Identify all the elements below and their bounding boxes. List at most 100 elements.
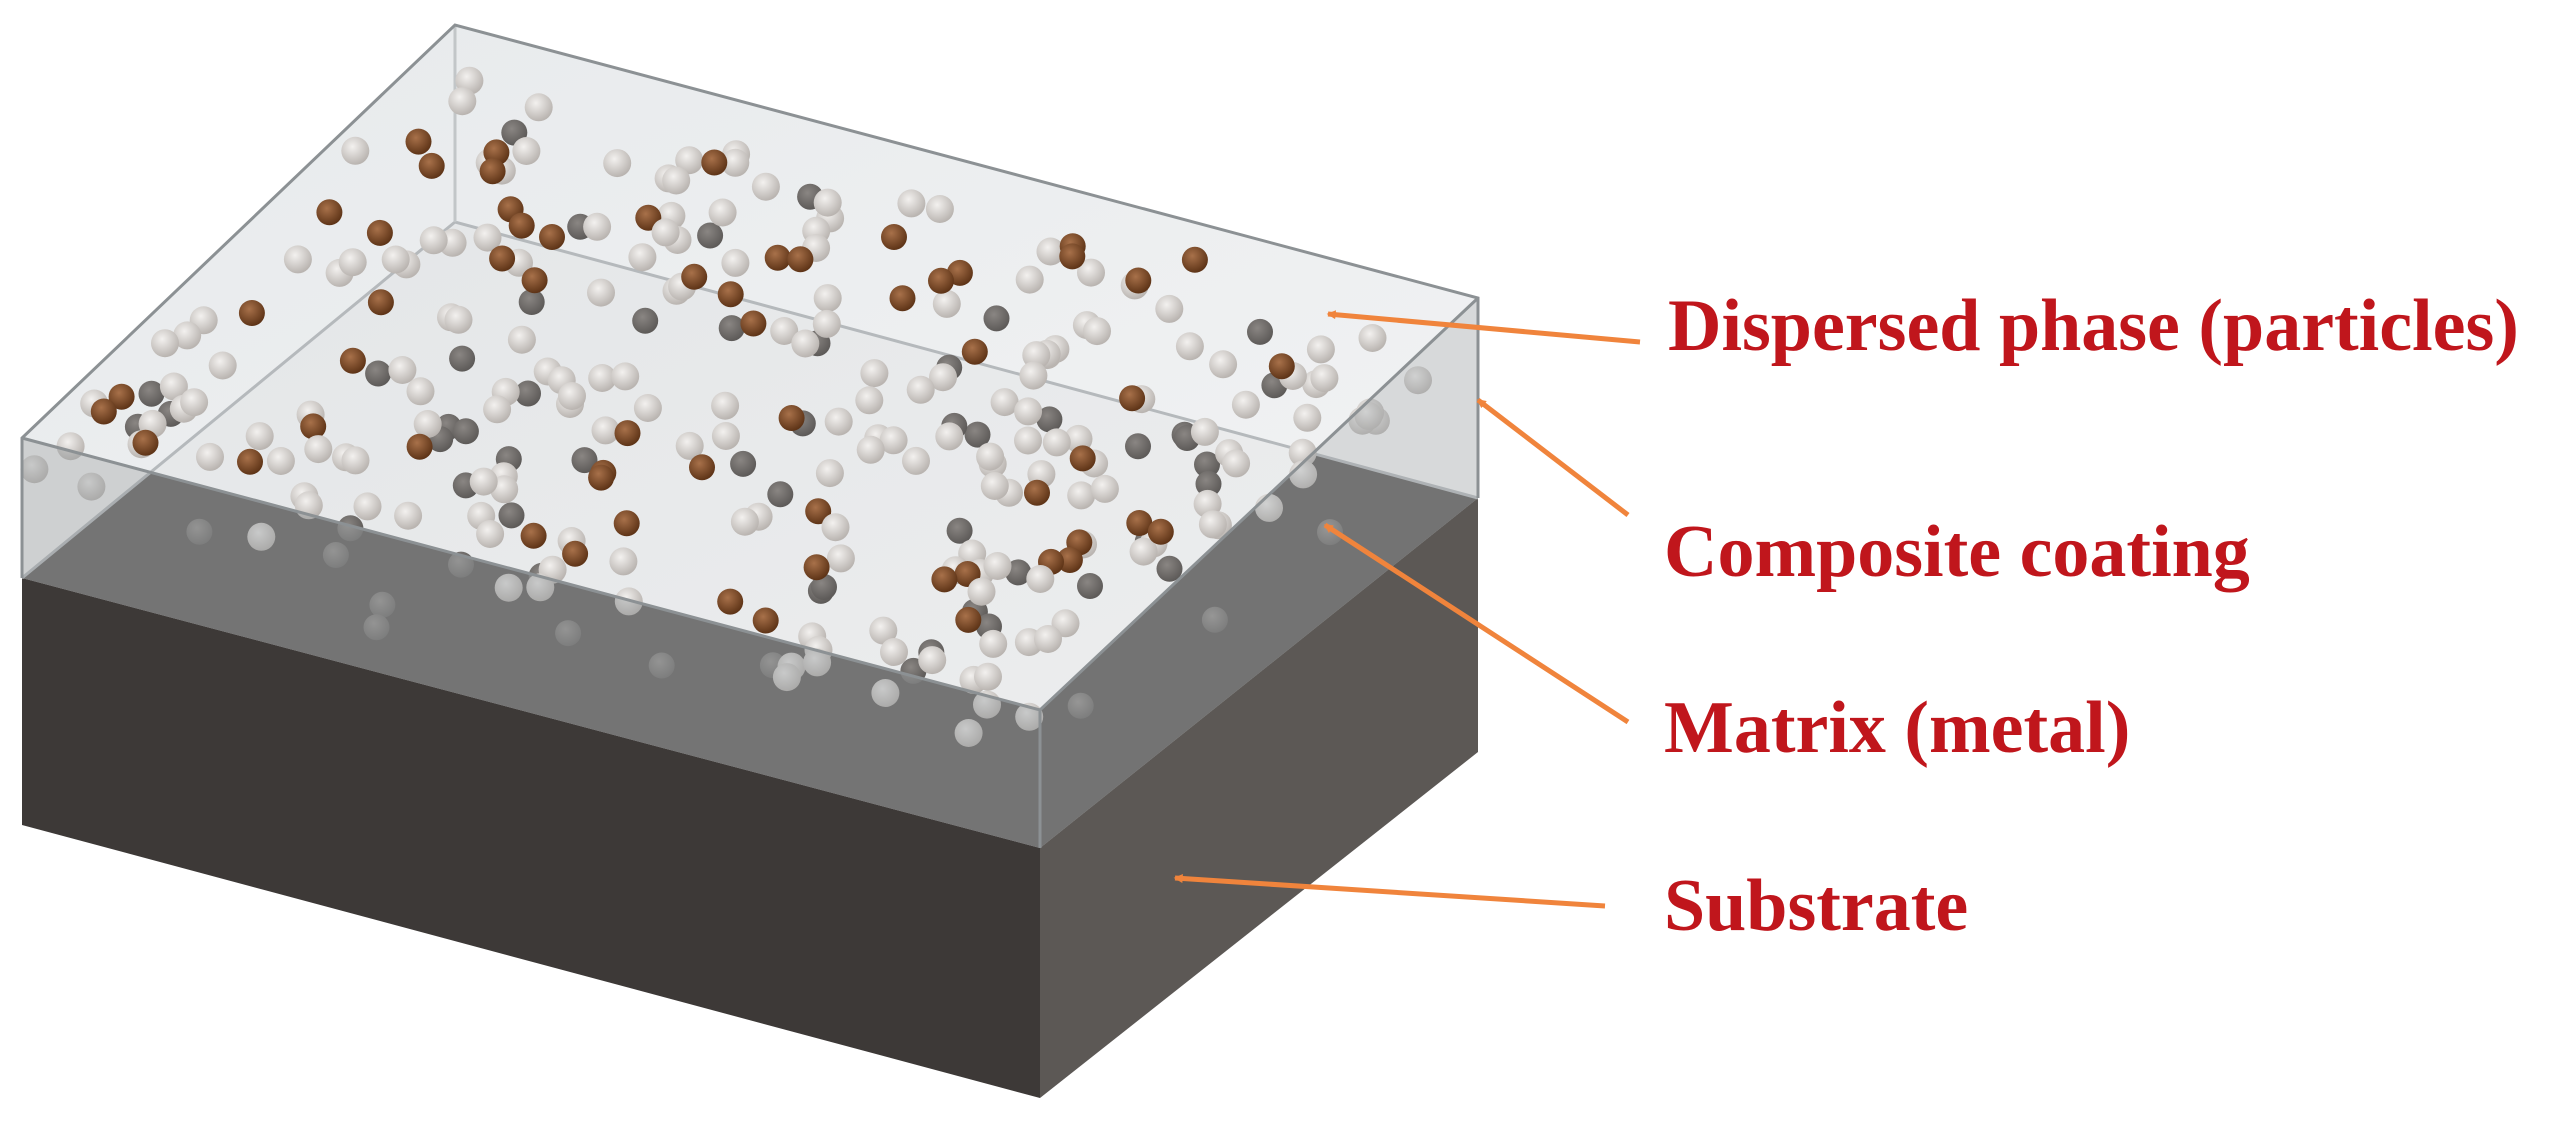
embedded-particle <box>974 662 1002 691</box>
embedded-particle <box>897 189 926 218</box>
embedded-particle <box>180 388 209 417</box>
deep-particle <box>1067 692 1094 719</box>
embedded-particle <box>855 386 884 415</box>
surface-particle <box>717 588 744 615</box>
deep-particle <box>964 421 991 448</box>
surface-particle <box>418 152 445 179</box>
surface-particle <box>508 212 535 239</box>
arrow-matrix <box>1323 522 1630 725</box>
deep-particle <box>365 360 392 387</box>
surface-particle <box>521 267 548 294</box>
embedded-particle <box>812 309 841 338</box>
labels: Dispersed phase (particles) Composite co… <box>1664 285 2519 947</box>
embedded-particle <box>1222 449 1251 478</box>
embedded-particle <box>583 212 612 241</box>
embedded-particle <box>1231 390 1260 419</box>
embedded-particle <box>1209 350 1238 379</box>
deep-particle <box>946 517 973 544</box>
deep-particle <box>518 289 545 315</box>
deep-particle <box>498 502 525 529</box>
embedded-particle <box>856 435 885 464</box>
surface-particle <box>132 429 159 456</box>
embedded-particle <box>196 442 224 471</box>
embedded-particle <box>869 616 898 645</box>
embedded-particle <box>173 321 202 350</box>
deep-particle <box>1201 606 1228 633</box>
embedded-particle <box>266 447 295 475</box>
surface-particle <box>367 289 394 316</box>
surface-particle <box>1059 243 1086 270</box>
arrow-composite-coating <box>1476 398 1630 517</box>
embedded-particle <box>394 501 423 530</box>
embedded-particle <box>1067 481 1096 510</box>
coating-top-face <box>22 25 1478 710</box>
embedded-particle <box>1077 258 1105 287</box>
surface-particle <box>717 281 744 308</box>
embedded-particle <box>1175 332 1204 361</box>
embedded-particle <box>1293 403 1322 432</box>
surface-particle <box>764 244 791 271</box>
surface-particle <box>300 413 327 440</box>
embedded-particle <box>341 446 370 475</box>
embedded-particle <box>651 218 680 247</box>
arrow-substrate <box>1173 874 1606 909</box>
surface-particle <box>539 224 565 250</box>
surface-particle <box>740 310 767 337</box>
embedded-particle <box>413 410 442 438</box>
surface-particle <box>405 128 432 155</box>
embedded-particle <box>151 329 179 358</box>
embedded-particle <box>813 284 842 313</box>
substrate-front-face <box>22 578 1040 1098</box>
surface-particle <box>961 338 988 365</box>
embedded-particle <box>770 317 799 345</box>
embedded-particle <box>473 223 502 252</box>
embedded-particle <box>603 149 632 178</box>
surface-particle <box>752 607 779 634</box>
embedded-particle <box>918 646 947 675</box>
coating-side-face <box>1040 298 1478 848</box>
embedded-particle <box>880 638 908 666</box>
embedded-particle <box>448 87 477 116</box>
embedded-particle <box>419 226 448 255</box>
surface-particle <box>931 566 958 593</box>
label-composite-coating: Composite coating <box>1664 511 2250 593</box>
embedded-particle <box>388 356 417 384</box>
surface-particle <box>1147 518 1174 545</box>
embedded-particle <box>1042 428 1071 457</box>
embedded-particle <box>976 442 1005 471</box>
surface-particle <box>689 454 715 481</box>
embedded-particle <box>1015 265 1044 294</box>
embedded-particle <box>341 136 370 165</box>
embedded-particle <box>381 245 410 274</box>
surface-particle <box>614 420 641 447</box>
embedded-particle <box>929 363 957 392</box>
embedded-particle <box>906 375 935 404</box>
surface-particle <box>681 263 708 290</box>
surface-particle <box>108 383 135 410</box>
deep-particle <box>1247 318 1273 345</box>
embedded-particle <box>1358 324 1387 352</box>
surface-particle <box>339 347 366 374</box>
embedded-particle <box>159 372 188 401</box>
surface-particle <box>406 433 433 460</box>
surface-particle <box>803 554 830 581</box>
embedded-particle <box>245 422 274 451</box>
embedded-particle <box>1014 397 1043 426</box>
embedded-particle <box>860 359 889 388</box>
embedded-particle <box>1034 625 1062 653</box>
embedded-particle <box>208 351 237 380</box>
surface-particle <box>1069 445 1096 472</box>
embedded-particle <box>524 93 553 122</box>
deep-particle <box>571 447 598 474</box>
deep-particle <box>718 315 745 342</box>
embedded-particle <box>1022 341 1051 370</box>
embedded-particle <box>633 394 662 422</box>
embedded-particle <box>935 422 964 451</box>
embedded-particle <box>1026 565 1055 593</box>
surface-particle <box>1268 353 1295 380</box>
deep-particle <box>1125 433 1151 460</box>
embedded-particle <box>721 248 750 277</box>
substrate-side-face <box>1040 498 1478 1098</box>
surface-particle <box>701 149 728 176</box>
